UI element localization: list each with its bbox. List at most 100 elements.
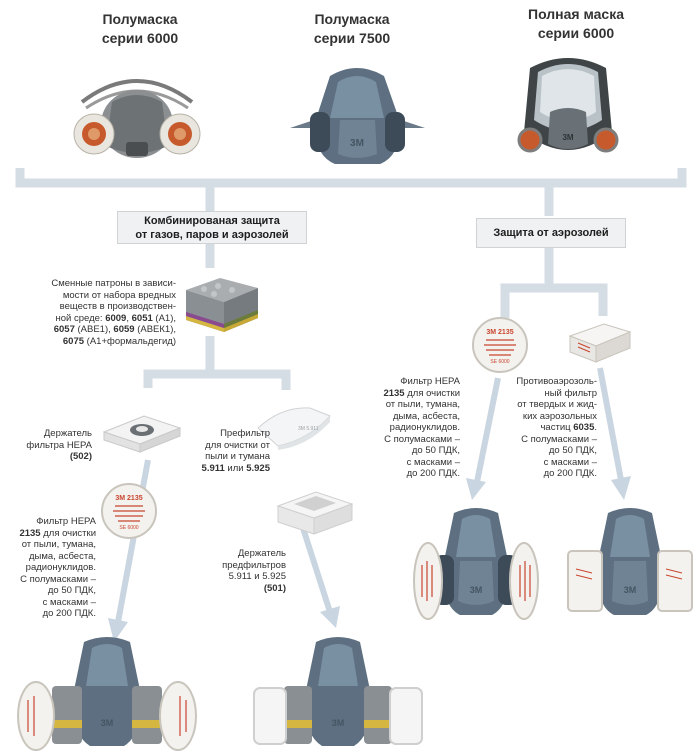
caption-line: ких аэрозольных bbox=[522, 410, 597, 422]
caption-line: от твердых и жид- bbox=[517, 399, 597, 410]
cartridges-caption: Сменные патроны в зависи- мости от набор… bbox=[20, 278, 176, 347]
svg-text:3M 2135: 3M 2135 bbox=[115, 495, 142, 502]
gas-cartridge-image bbox=[180, 270, 262, 340]
caption-line: Держатель bbox=[43, 428, 92, 439]
svg-text:3M 2135: 3M 2135 bbox=[486, 329, 513, 336]
prefilter-holder-caption: Держатель предфильтров 5.911 и 5.925 (50… bbox=[200, 548, 286, 594]
caption-line: веществ в производствен- bbox=[59, 301, 176, 312]
caption-line: до 200 ПДК. bbox=[543, 468, 597, 479]
caption-line: до 200 ПДК. bbox=[42, 608, 96, 619]
code: 2135 bbox=[19, 527, 41, 539]
caption-line: С полумасками – bbox=[20, 573, 96, 585]
svg-text:SE 6000: SE 6000 bbox=[119, 525, 138, 531]
caption-line: 5.911 и 5.925 bbox=[228, 571, 286, 582]
code: 6051 bbox=[131, 312, 153, 324]
code: 5.925 bbox=[246, 462, 270, 474]
caption-line: 2135 для очистки bbox=[362, 388, 460, 400]
caption-line: до 50 ПДК, bbox=[411, 445, 460, 456]
box-line: от газов, паров и аэрозолей bbox=[135, 228, 289, 241]
caption-line: до 50 ПДК, bbox=[47, 585, 96, 596]
caption-line: пыли и тумана bbox=[205, 451, 270, 462]
caption-line: предфильтров bbox=[222, 559, 286, 571]
prefilter-5911-image: 3M 5.911 bbox=[252, 402, 336, 452]
caption-line: частиц 6035. bbox=[500, 422, 597, 434]
title-line: серии 6000 bbox=[101, 30, 179, 46]
assembled-mask-hepa-right: 3M bbox=[412, 505, 540, 623]
box-line: Защита от аэрозолей bbox=[493, 227, 609, 239]
text: (А1+формальдегид) bbox=[84, 335, 176, 347]
caption-line: радионуклидов. bbox=[25, 562, 96, 573]
caption-line: от пыли, тумана, bbox=[385, 399, 460, 410]
hepa-filter-left-image: 3M 2135 SE 6000 bbox=[100, 482, 158, 540]
caption-line: С полумасками – bbox=[521, 433, 597, 445]
text: (А1), bbox=[152, 312, 176, 324]
caption-line: 2135 для очистки bbox=[10, 528, 96, 540]
text: (АВЕК1), bbox=[134, 324, 176, 335]
caption-line: 6075 (А1+формальдегид) bbox=[20, 336, 176, 348]
caption-line: с масками – bbox=[406, 456, 460, 468]
code: 5.911 bbox=[201, 462, 225, 474]
code: 6075 bbox=[62, 335, 85, 347]
text: или bbox=[224, 462, 247, 474]
code: (501) bbox=[263, 582, 286, 594]
caption-line: Противоаэрозоль- bbox=[516, 376, 597, 387]
text: (АВЕ1), bbox=[74, 324, 114, 335]
text: частиц bbox=[540, 422, 574, 433]
hepa-holder-502-image bbox=[100, 410, 184, 460]
caption-line: мости от набора вредных bbox=[62, 289, 176, 301]
svg-text:3M: 3M bbox=[624, 585, 637, 595]
combined-protection-box: Комбинированая защита от газов, паров и … bbox=[117, 211, 307, 244]
assembled-mask-cartridge-hepa: 3M bbox=[14, 634, 200, 752]
title-line: Полумаска bbox=[314, 11, 390, 27]
product-title-full-6000: Полная маска серии 6000 bbox=[496, 5, 656, 43]
caption-line: с масками – bbox=[42, 596, 96, 608]
text: для очистки bbox=[404, 387, 460, 399]
half-mask-7500-image: 3M bbox=[280, 56, 435, 172]
code: 6035 bbox=[573, 422, 595, 433]
svg-text:3M: 3M bbox=[470, 585, 483, 595]
caption-line: Фильтр HEPA bbox=[400, 376, 460, 387]
caption-line: с масками – bbox=[543, 456, 597, 468]
caption-line: Держатель bbox=[237, 548, 286, 559]
code: 2135 bbox=[383, 387, 405, 399]
code: 6057 bbox=[53, 324, 75, 335]
svg-text:3M: 3M bbox=[101, 718, 114, 728]
prefilter-caption: Префильтр для очистки от пыли и тумана 5… bbox=[190, 428, 270, 474]
antiaerosol-caption: Противоаэрозоль- ный фильтр от твердых и… bbox=[500, 376, 597, 480]
caption-line: (501) bbox=[200, 583, 286, 595]
text: . bbox=[594, 422, 597, 433]
svg-text:3M 5.911: 3M 5.911 bbox=[298, 426, 319, 432]
caption-line: 5.911 или 5.925 bbox=[190, 463, 270, 475]
text: , bbox=[126, 312, 132, 324]
text: для очистки bbox=[40, 527, 96, 539]
product-title-half-6000: Полумаска серии 6000 bbox=[70, 10, 210, 48]
product-title-half-7500: Полумаска серии 7500 bbox=[282, 10, 422, 48]
caption-line: Сменные патроны в зависи- bbox=[51, 278, 176, 289]
caption-line: дыма, асбеста, bbox=[28, 550, 96, 562]
hepa-caption-left: Фильтр HEPA 2135 для очистки от пыли, ту… bbox=[10, 516, 96, 620]
caption-line: от пыли, тумана, bbox=[21, 539, 96, 550]
caption-line: С полумасками – bbox=[384, 433, 460, 445]
full-mask-6000-image: 3M bbox=[512, 50, 624, 168]
caption-line: до 50 ПДК, bbox=[548, 445, 597, 456]
assembled-mask-6035: 3M bbox=[566, 505, 694, 623]
prefilter-holder-501-image bbox=[272, 486, 356, 540]
caption-line: 6057 (АВЕ1), 6059 (АВЕК1), bbox=[20, 324, 176, 336]
code: (502) bbox=[69, 451, 92, 462]
code: 6009 bbox=[105, 312, 127, 324]
title-line: серии 6000 bbox=[537, 25, 615, 41]
caption-line: фильтра HEPA bbox=[26, 439, 92, 451]
caption-line: для очистки от bbox=[205, 439, 270, 451]
title-line: Полная маска bbox=[528, 6, 624, 22]
title-line: серии 7500 bbox=[313, 30, 391, 46]
caption-line: до 200 ПДК. bbox=[406, 468, 460, 479]
caption-line: ной среде: 6009, 6051 (А1), bbox=[20, 312, 177, 325]
caption-line: дыма, асбеста, bbox=[392, 410, 460, 422]
code: 6059 bbox=[113, 324, 135, 335]
box-line: Комбинированая защита bbox=[144, 214, 280, 227]
caption-line: Фильтр HEPA bbox=[36, 516, 96, 527]
assembled-mask-cartridge-prefilter: 3M bbox=[250, 634, 426, 752]
half-mask-6000-image bbox=[62, 62, 212, 172]
filter-6035-image bbox=[566, 318, 634, 366]
